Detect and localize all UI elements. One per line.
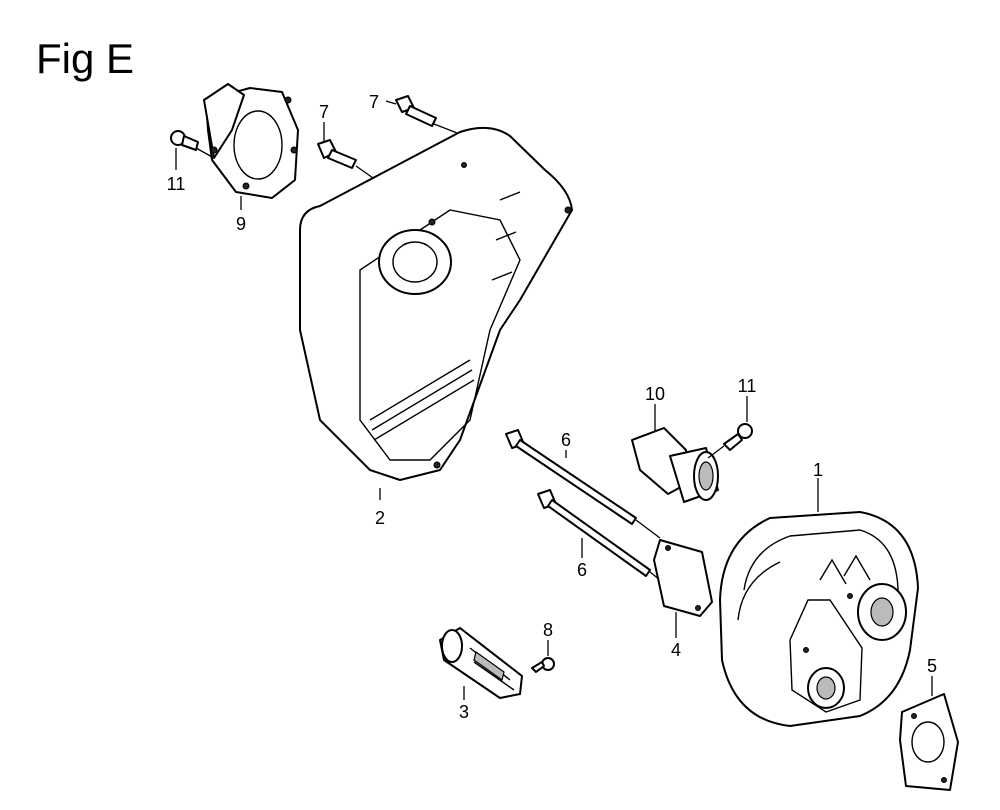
part-6-long-bolt-upper xyxy=(505,429,661,539)
part-5-outlet-gasket xyxy=(899,693,959,791)
part-1-muffler xyxy=(719,511,919,727)
part-10-exhaust-pipe xyxy=(631,427,719,503)
callout-1: 1 xyxy=(813,460,823,480)
callout-3: 3 xyxy=(459,702,469,722)
callout-5: 5 xyxy=(927,656,937,676)
part-9-flange-plate xyxy=(203,83,299,199)
callout-labels: 1 2 3 4 5 6 6 7 7 8 9 10 11 11 xyxy=(167,92,937,722)
callout-4: 4 xyxy=(671,640,681,660)
callout-6-upper: 6 xyxy=(561,430,571,450)
callout-11-right: 11 xyxy=(738,376,757,396)
callout-11-left: 11 xyxy=(167,174,186,194)
callout-6-lower: 6 xyxy=(577,560,587,580)
part-8-screw xyxy=(531,657,555,673)
leader-lines xyxy=(175,100,933,700)
part-11-bolt-right xyxy=(707,423,753,459)
part-6-long-bolt-lower xyxy=(537,489,671,589)
part-11-bolt-top-left xyxy=(170,130,215,159)
part-2-muffler-protector xyxy=(299,126,573,481)
callout-10: 10 xyxy=(645,384,665,404)
callout-7-left: 7 xyxy=(319,102,329,122)
part-3-spark-arrester xyxy=(439,627,523,699)
callout-2: 2 xyxy=(375,508,385,528)
callout-7-top: 7 xyxy=(369,92,379,112)
callout-8: 8 xyxy=(543,620,553,640)
part-4-gasket xyxy=(653,539,713,617)
callout-9: 9 xyxy=(236,214,246,234)
figure-title: Fig E xyxy=(36,35,134,82)
